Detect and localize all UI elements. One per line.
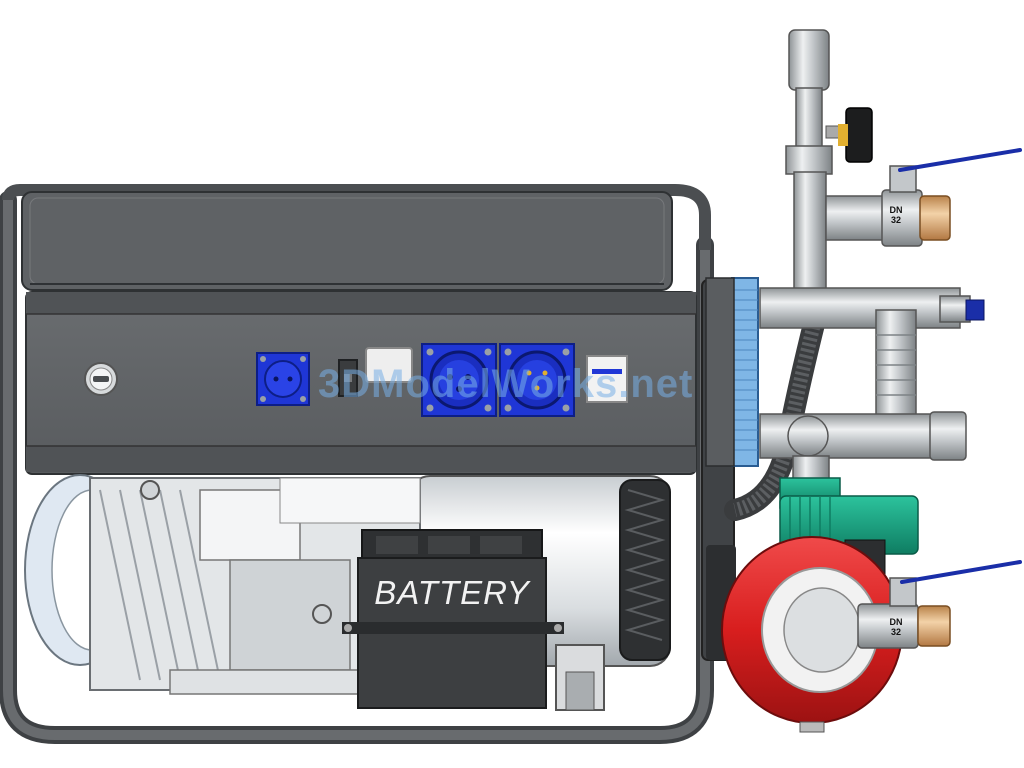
- key-switch-icon[interactable]: [84, 362, 118, 396]
- upper-ball-valve[interactable]: [881, 148, 1022, 247]
- watermark: 3DModelWorks.net: [318, 362, 694, 406]
- battery-bracket: [555, 644, 605, 711]
- breaker-switch[interactable]: [338, 359, 358, 397]
- valve-handle[interactable]: [898, 148, 1022, 172]
- frame: [0, 184, 714, 744]
- heat-exchanger: [705, 277, 759, 467]
- control-panel: [25, 291, 697, 475]
- pressure-gauge: [825, 107, 873, 163]
- indicator-display: [365, 347, 413, 383]
- power-socket-icon[interactable]: [256, 352, 310, 406]
- air-vent-valve[interactable]: [965, 299, 985, 321]
- output-indicator: [586, 355, 628, 403]
- power-socket-icon[interactable]: [421, 343, 497, 417]
- battery: [342, 529, 564, 709]
- battery-label: BATTERY: [374, 574, 530, 611]
- lower-ball-valve[interactable]: [857, 560, 1022, 649]
- fuel-tank: [21, 191, 673, 291]
- expansion-tank: [721, 536, 903, 733]
- valve-handle[interactable]: [900, 560, 1022, 584]
- manifold-fitting: [929, 411, 967, 461]
- power-socket-icon[interactable]: [499, 343, 575, 417]
- valve-size-label: DN 32: [889, 205, 903, 225]
- valve-size-label: DN 32: [889, 617, 903, 637]
